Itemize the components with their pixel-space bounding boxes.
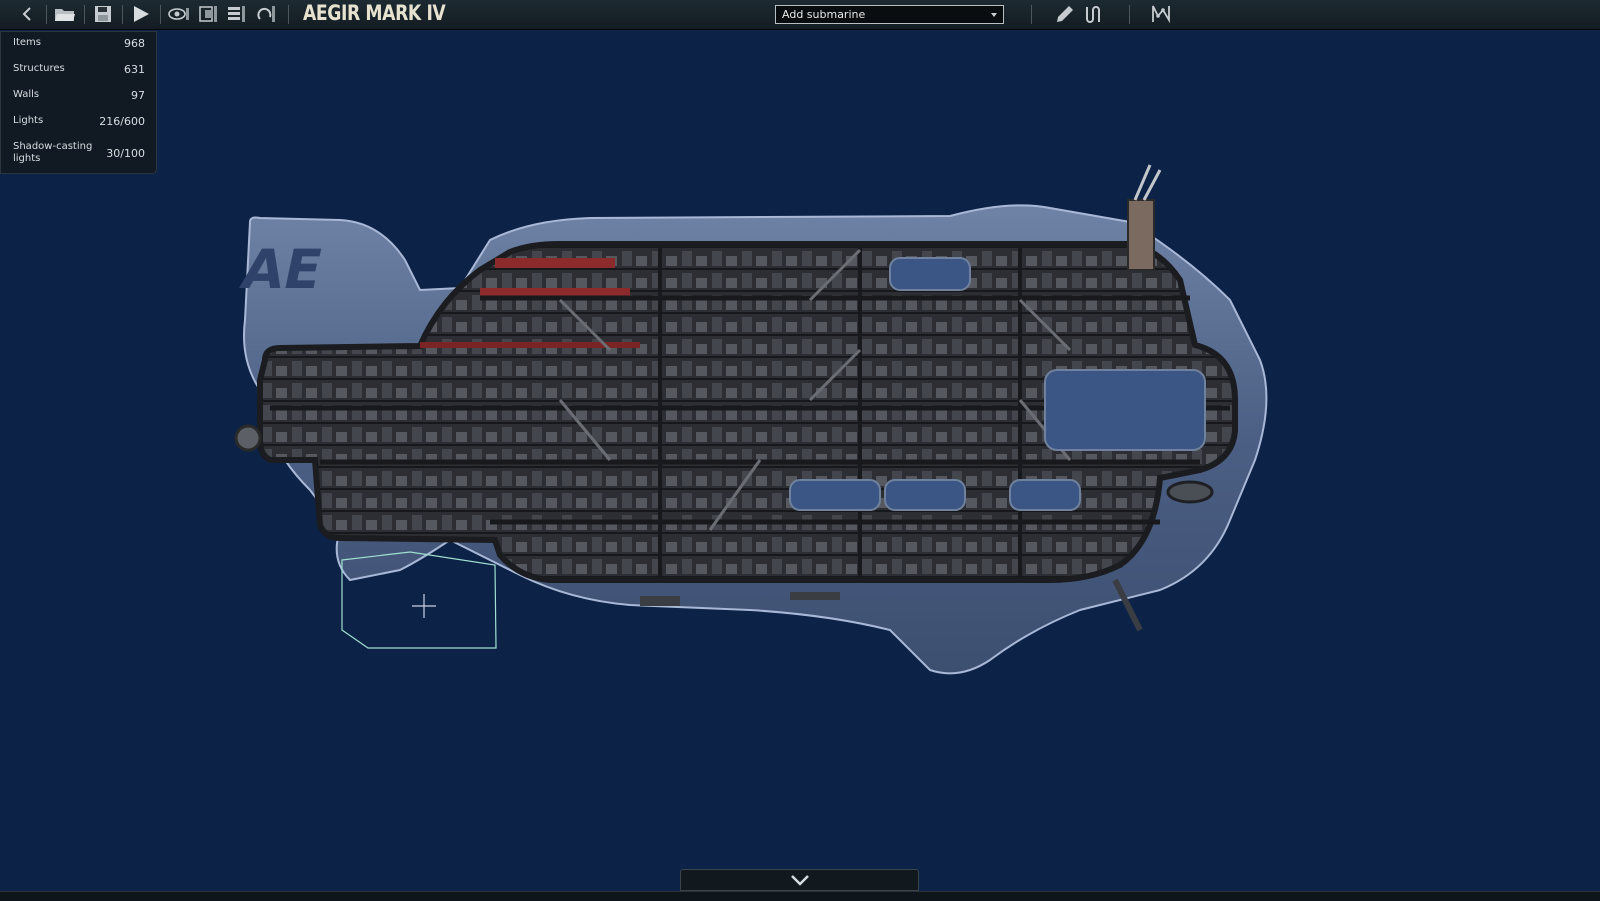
submarine-title: AEGIR MARK IV [303,1,446,25]
toolbar-divider [46,5,47,24]
stat-value: 30/100 [106,147,145,160]
stat-value: 968 [124,37,145,50]
toolbar-divider [84,5,85,24]
toolbar-divider [160,5,161,24]
add-submarine-label: Add submarine [782,8,866,21]
chevron-down-icon [790,875,809,886]
stairs [558,248,1072,531]
test-play-button[interactable] [128,3,154,25]
rear-fin [1112,578,1143,632]
folder-open-icon [55,9,75,21]
entity-list-button[interactable] [224,3,250,25]
editor-toolbar: AEGIR MARK IV Add submarine [0,0,1600,30]
back-arrow-icon [22,7,31,21]
stat-label: Walls [13,89,40,100]
edit-mode-button[interactable] [1052,3,1078,25]
nose-cockpit [1166,480,1214,504]
inner-hull [257,241,1238,583]
pencil-icon [1057,6,1073,22]
sonar-mast [1127,164,1162,271]
save-button[interactable] [90,3,116,25]
wiring-mode-button[interactable] [1081,3,1107,25]
submarine-canvas[interactable]: AE [230,160,1290,700]
visibility-icon [168,8,189,20]
red-deck-mid [480,288,630,296]
submarine-stats-panel: Items 968 Structures 631 Walls 97 Lights… [0,31,157,174]
waypoints-button[interactable] [1148,3,1174,25]
toolbar-divider [122,5,123,24]
red-deck-upper [495,258,615,268]
chevron-down-icon [991,13,997,17]
stat-label: Structures [13,63,65,74]
stat-label: Items [13,37,41,48]
red-deck-lower [420,342,640,348]
bottom-panel-edge [0,891,1600,901]
toolbar-divider [288,5,289,24]
stat-value: 97 [131,89,145,102]
selection-box[interactable] [341,551,497,649]
add-submarine-dropdown[interactable]: Add submarine [775,5,1004,24]
keel-pod [790,592,840,600]
save-icon [95,6,111,22]
play-icon [134,6,149,22]
list-icon [228,6,245,22]
back-button[interactable] [14,3,40,25]
entity-menu-toggle[interactable] [680,869,919,891]
layers-button[interactable] [196,3,222,25]
stat-label: Shadow-casting lights [13,141,93,164]
undo-button[interactable] [254,3,280,25]
toolbar-divider [1031,5,1032,24]
open-button[interactable] [52,3,78,25]
visibility-button[interactable] [166,3,192,25]
stat-value: 216/600 [99,115,145,128]
observation-windows [789,257,1206,511]
undo-icon [257,6,275,22]
wiring-icon [1086,6,1100,23]
stat-value: 631 [124,63,145,76]
layers-icon [199,6,217,22]
stat-label: Lights [13,115,44,126]
waypoint-icon [1152,5,1170,24]
keel-pod [640,596,680,606]
toolbar-divider [1129,5,1130,24]
hull-logo: AE [236,238,328,301]
propeller-housing [234,424,262,452]
